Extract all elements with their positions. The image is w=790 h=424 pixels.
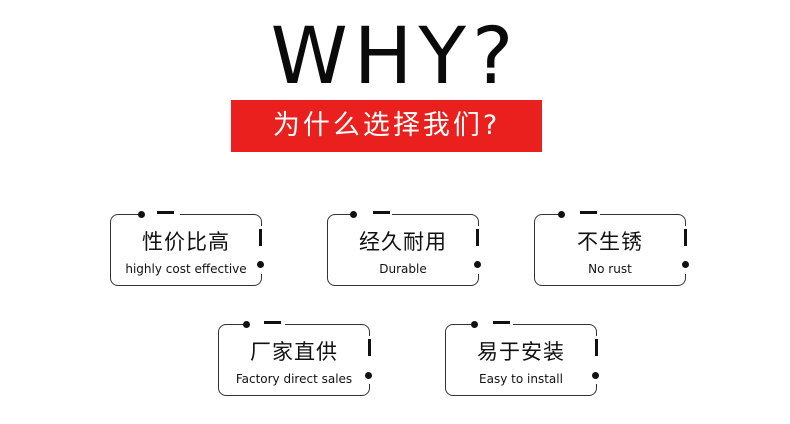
card-gap-right [476,226,480,274]
card-gap-top [471,322,513,326]
card-gap-top [350,212,392,216]
decor-bar-icon [157,211,174,214]
feature-title-en: highly cost effective [125,262,247,276]
feature-title-en: No rust [588,262,632,276]
feature-title-cn: 经久耐用 [359,230,447,254]
decor-bar-icon [368,339,371,356]
decor-dot-icon [243,321,250,328]
feature-card-cost: 性价比高 highly cost effective [110,214,262,286]
decor-bar-icon [264,321,281,324]
subtitle-text: 为什么选择我们? [272,110,501,141]
decor-dot-icon [350,211,357,218]
feature-card-easy-install: 易于安装 Easy to install [445,324,597,396]
card-gap-top [138,212,180,216]
decor-dot-icon [471,321,478,328]
card-gap-top [558,212,600,216]
feature-title-cn: 性价比高 [142,230,230,254]
decor-bar-icon [476,229,479,246]
decor-bar-icon [373,211,390,214]
feature-title-en: Durable [379,262,427,276]
feature-title-en: Easy to install [479,372,563,386]
decor-bar-icon [580,211,597,214]
feature-card-no-rust: 不生锈 No rust [534,214,686,286]
decor-dot-icon [474,261,481,268]
feature-title-cn: 不生锈 [577,230,643,254]
feature-title-cn: 易于安装 [477,340,565,364]
card-gap-right [367,336,371,384]
decor-dot-icon [592,372,599,379]
subtitle-banner: 为什么选择我们? [231,100,542,152]
feature-title-en: Factory direct sales [235,372,353,386]
feature-card-factory-direct: 厂家直供 Factory direct sales [218,324,370,396]
card-gap-top [243,322,285,326]
feature-card-durable: 经久耐用 Durable [327,214,479,286]
decor-dot-icon [365,372,372,379]
card-gap-right [683,226,687,274]
decor-dot-icon [558,211,565,218]
feature-title-cn: 厂家直供 [250,340,338,364]
why-heading: WHY? [270,12,520,102]
decor-dot-icon [257,261,264,268]
card-gap-right [594,336,598,384]
decor-bar-icon [493,321,510,324]
decor-dot-icon [138,211,145,218]
decor-bar-icon [684,229,687,246]
decor-bar-icon [595,339,598,356]
card-gap-right [259,226,263,274]
decor-dot-icon [682,261,689,268]
decor-bar-icon [259,229,262,246]
